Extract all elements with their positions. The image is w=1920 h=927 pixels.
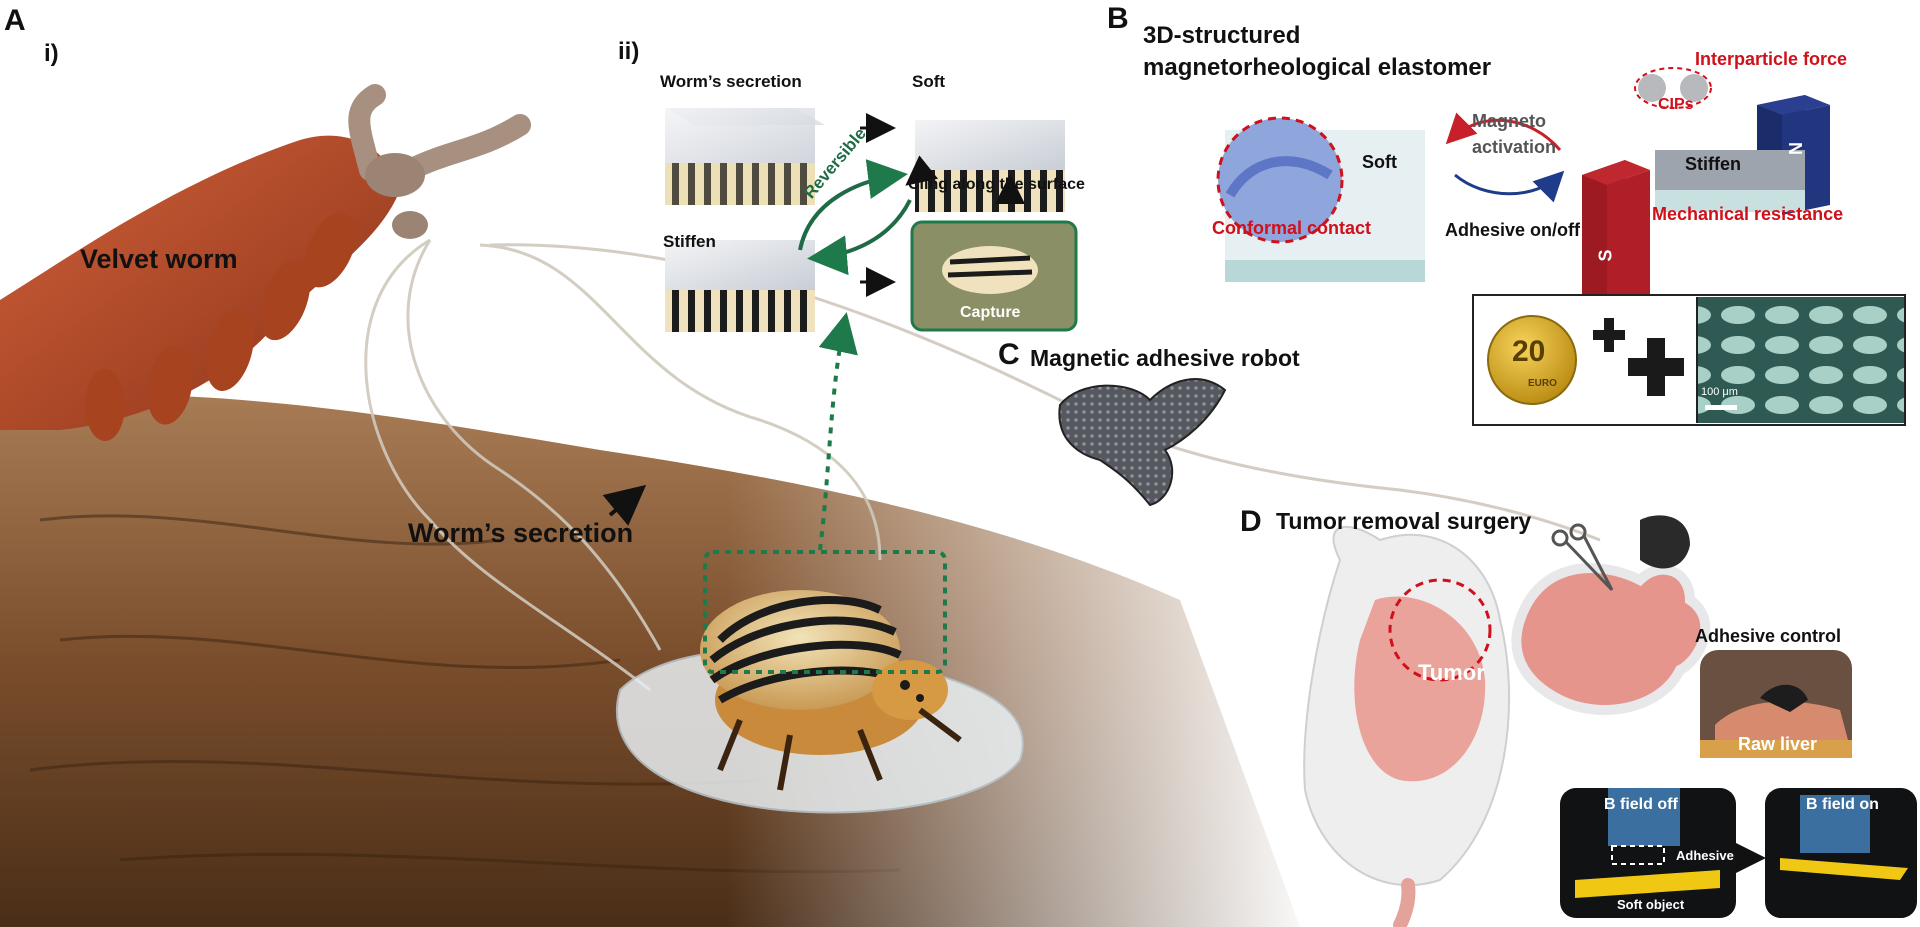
secretion-pointer-arrow (602, 484, 647, 526)
raw-liver-label: Raw liver (1738, 734, 1818, 754)
inset-worms-secretion-label: Worm’s secretion (660, 72, 802, 91)
wood-log (0, 380, 1320, 927)
sub-label-i: i) (44, 40, 59, 67)
inset-cling-label: Cling along the surface (908, 176, 1085, 193)
panel-b-graphics (1216, 67, 1906, 426)
cross-robot-small-icon (1593, 318, 1684, 396)
panel-label-a: A (4, 4, 26, 37)
tumor-label: Tumor (1418, 660, 1485, 685)
reversible-arrows (798, 159, 908, 251)
panel-b-soft-label: Soft (1362, 152, 1397, 172)
conformal-contact-label: Conformal contact (1212, 218, 1372, 238)
mre-block-icon (665, 240, 815, 332)
sem-image (1698, 297, 1904, 423)
beetle-highlight-box (703, 550, 947, 674)
magneto-label-line2: activation (1472, 137, 1557, 157)
scale-bar (1705, 405, 1737, 410)
b-field-off-label: B field off (1604, 796, 1678, 813)
magnetic-adhesive-robot-icon (1058, 378, 1227, 507)
velvet-worm-label: Velvet worm (80, 244, 238, 274)
interparticle-force-label: Interparticle force (1695, 49, 1848, 69)
magneto-arrow-blue (1454, 170, 1565, 203)
coin-icon (1487, 315, 1577, 405)
magnet-s-label: S (1595, 249, 1616, 262)
adhesive-label: Adhesive (1676, 848, 1734, 863)
panel-d-title: Tumor removal surgery (1276, 508, 1532, 534)
coin-text: EURO (1528, 378, 1557, 389)
inset-ii (665, 108, 1078, 332)
panel-c-title: Magnetic adhesive robot (1030, 345, 1300, 371)
panel-d-graphics (1303, 515, 1917, 927)
magnet-s-icon (1582, 160, 1650, 325)
scale-bar-label: 100 μm (1701, 386, 1738, 398)
stiffen-block-icon (1655, 150, 1805, 212)
worms-secretion-label: Worm’s secretion (408, 518, 634, 548)
cips-icon (1634, 67, 1712, 109)
liver-icon (1511, 515, 1711, 715)
colorado-beetle-icon (700, 590, 962, 791)
panel-b-stiffen-label: Stiffen (1685, 154, 1741, 174)
mouse-icon (1303, 526, 1511, 927)
panel-b-title-line1: 3D-structured (1143, 22, 1301, 49)
mre-block-icon (915, 120, 1065, 212)
scissors-icon (1551, 523, 1614, 592)
mre-block-icon (665, 108, 825, 205)
magneto-arrow-red (1445, 112, 1562, 151)
mechanical-resistance-label: Mechanical resistance (1652, 204, 1844, 224)
panel-b-title-line2: magnetorheological elastomer (1143, 54, 1492, 81)
cips-label: CIPs (1658, 96, 1694, 113)
soft-object-label: Soft object (1617, 897, 1685, 912)
panel-label-b: B (1107, 2, 1129, 35)
velvet-worm-icon (0, 84, 531, 441)
panel-label-d: D (1240, 505, 1262, 538)
adhesive-onoff-label: Adhesive on/off (1445, 220, 1581, 240)
inset-stiffen-label: Stiffen (663, 232, 716, 251)
inset-capture-label: Capture (960, 304, 1021, 321)
b-field-on-label: B field on (1806, 796, 1879, 813)
magnet-n-label: N (1786, 142, 1806, 155)
adhesive-control-label: Adhesive control (1695, 626, 1842, 646)
sub-label-ii: ii) (618, 38, 640, 65)
coin-value: 20 (1512, 335, 1546, 368)
panel-label-c: C (998, 338, 1020, 371)
conformal-contact-circle (1216, 116, 1344, 244)
inset-soft-label: Soft (912, 72, 946, 91)
dotted-green-arrow (818, 312, 858, 551)
magneto-label-line1: Magneto (1472, 111, 1546, 131)
